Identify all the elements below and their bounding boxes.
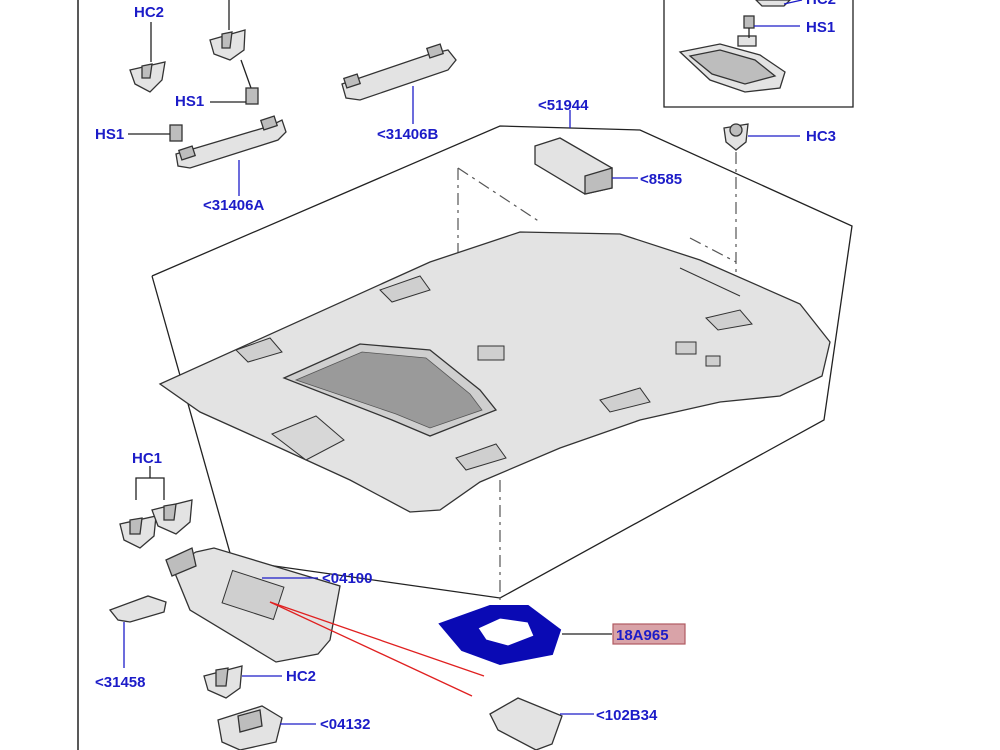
inset-lamp-housing [678,35,786,93]
callout-hs1-b: HS1 [95,126,124,143]
callout-31406a: <31406A [203,197,264,214]
highlighted-part-18a965: 18A965 [438,605,686,666]
hc1-clips: HC1 [119,450,193,549]
grab-handle-31406b: <31406B [341,43,457,143]
inset-box: HC2 HS1 [663,0,854,108]
callout-31458: <31458 [95,674,145,691]
callout-102b34: <102B34 [596,707,658,724]
callout-hs1-a: HS1 [175,93,204,110]
headlining-panel [158,231,831,513]
callout-hs1-inset: HS1 [806,19,835,36]
hc3-clip: HC3 [723,123,836,151]
foam-block-8585: <8585 [534,137,682,195]
grab-handle-31406a: <31406A [175,115,287,214]
hc2-clip-bottom: HC2 [203,665,316,699]
hc2-clip-top-right [209,0,252,89]
inset-hc2-clip [755,0,791,7]
callout-hc2-inset: HC2 [806,0,836,8]
callout-8585: <8585 [640,171,682,188]
callout-31406b: <31406B [377,126,438,143]
vanity-mirror [221,569,285,621]
visor-bracket-31458: <31458 [95,595,167,691]
callout-51944: <51944 [538,97,589,114]
red-leader-lines [269,601,485,697]
callout-18a965: 18A965 [616,627,669,644]
hs1-screw-a: HS1 [175,87,259,110]
callout-04132: <04132 [320,716,370,733]
sun-visor-04100: <04100 [165,547,372,663]
visor-clip-04132: <04132 [217,705,370,750]
callout-hc2-top: HC2 [134,4,164,21]
pad-102b34: <102B34 [489,697,658,750]
hc2-clip-top: HC2 [129,4,166,93]
hs1-screw-b: HS1 [95,124,183,143]
callout-hc1: HC1 [132,450,162,467]
callout-04100: <04100 [322,570,372,587]
highlight-label-box [612,623,686,645]
callout-hc2-bottom: HC2 [286,668,316,685]
callout-hc3: HC3 [806,128,836,145]
inset-hs1-screw [743,15,755,38]
